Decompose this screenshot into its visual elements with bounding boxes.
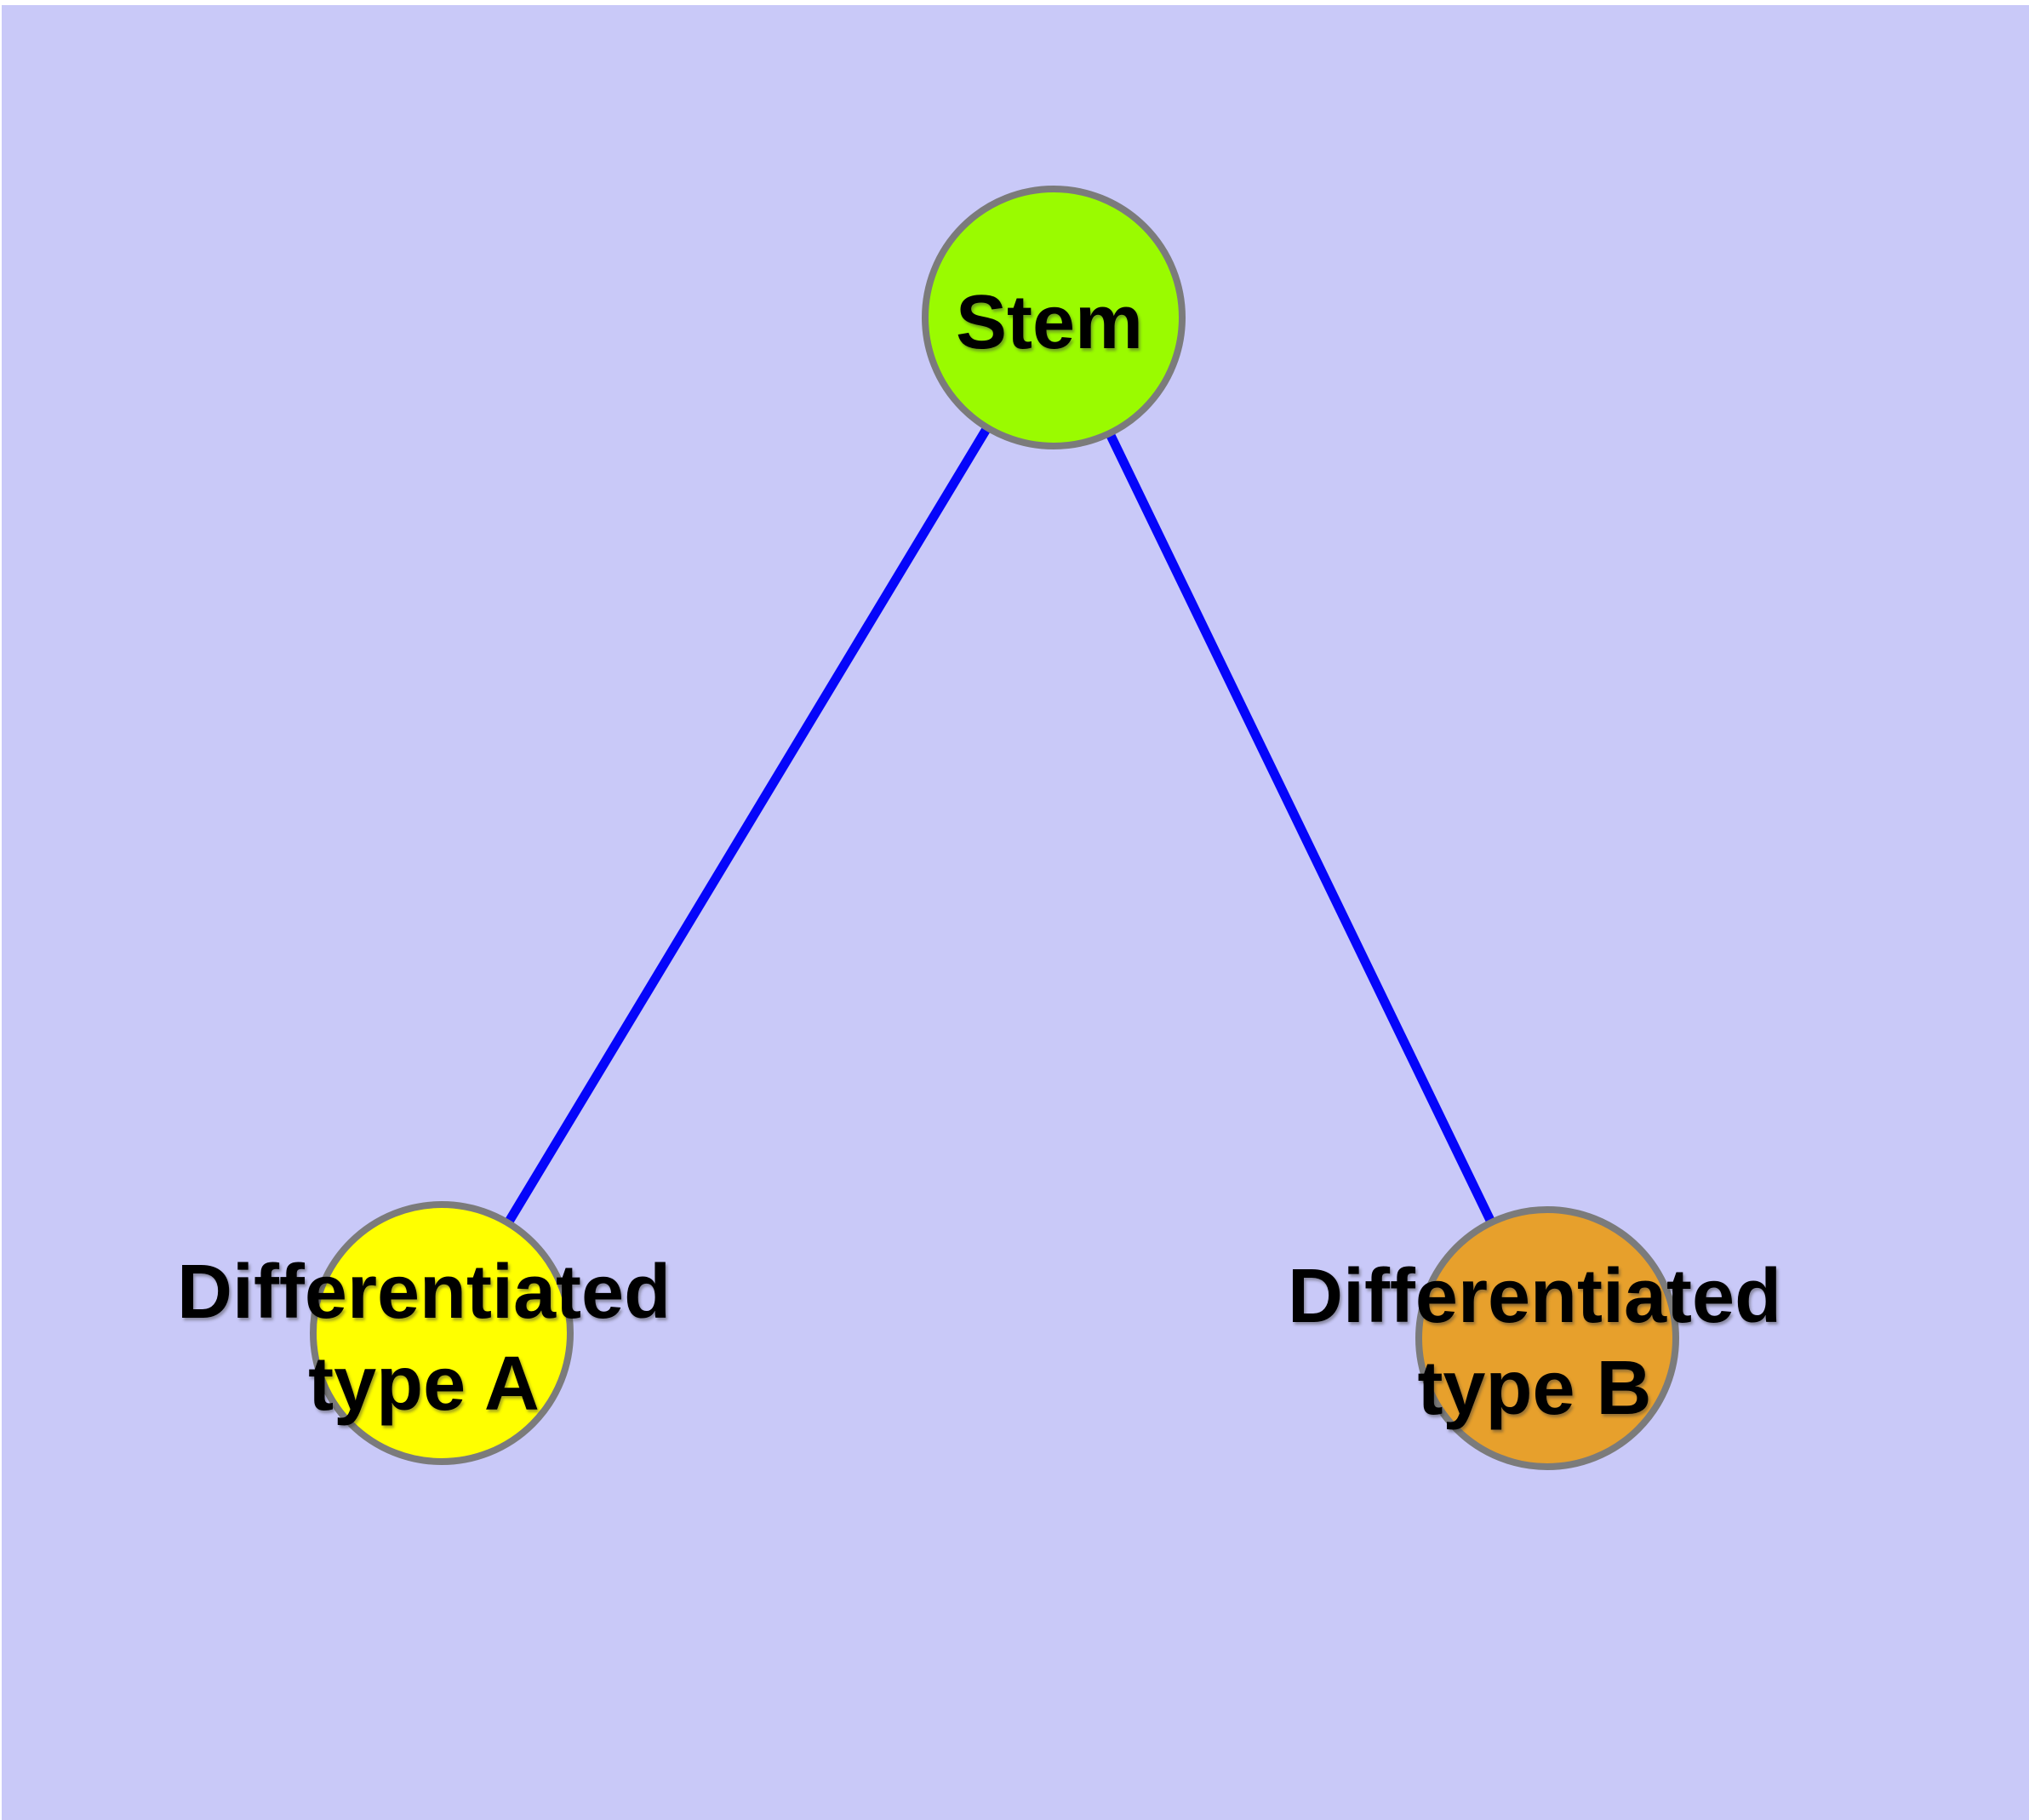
edge-stem-to-type-a [437, 315, 1058, 1336]
node-stem [922, 186, 1186, 449]
edge-stem-to-type-b [1049, 315, 1552, 1341]
nodes-layer [310, 186, 1679, 1470]
node-differentiated-type-b [1415, 1206, 1679, 1470]
edges-layer [437, 315, 1552, 1341]
node-differentiated-type-a [310, 1201, 574, 1465]
